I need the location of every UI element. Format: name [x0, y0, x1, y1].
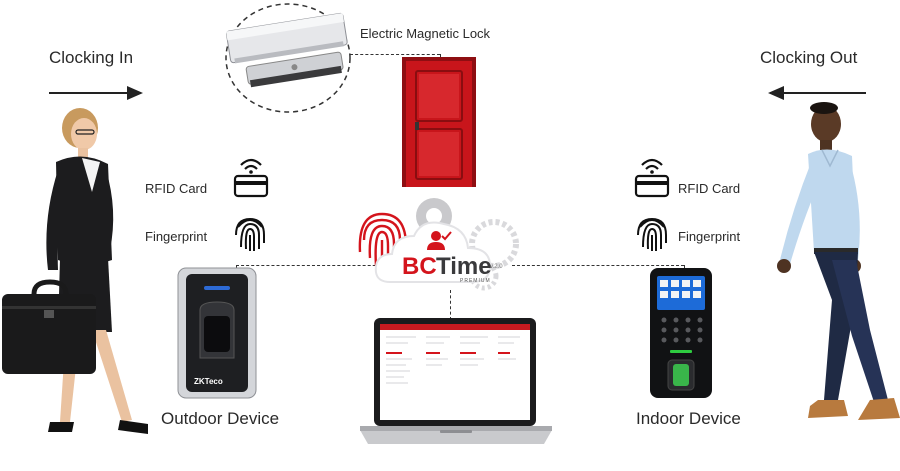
- lock-to-door-connector: [350, 54, 440, 55]
- clocking-in-label: Clocking In: [49, 48, 133, 68]
- logo-time: Time: [436, 253, 492, 280]
- magnetic-lock-illustration: [220, 2, 360, 117]
- bc-time-logo: BC Time v.2.0 PREMIUM: [356, 196, 526, 296]
- indoor-device-label: Indoor Device: [636, 409, 741, 429]
- clocking-in-arrow: [49, 92, 141, 94]
- laptop-illustration: [356, 318, 556, 458]
- magnetic-lock-label: Electric Magnetic Lock: [360, 26, 490, 41]
- man-walking-illustration: [752, 100, 900, 440]
- door-illustration: [402, 57, 476, 187]
- device-brand: ZKTeco: [194, 377, 223, 386]
- businesswoman-illustration: [0, 110, 180, 455]
- logo-tier: PREMIUM: [460, 278, 491, 284]
- fingerprint-label-right: Fingerprint: [678, 229, 740, 244]
- outdoor-device: ZKTeco: [176, 266, 260, 402]
- fingerprint-icon: [634, 213, 670, 253]
- rfid-card-icon: [634, 155, 670, 197]
- logo-version: v.2.0: [490, 264, 503, 270]
- logo-bc: BC: [402, 253, 437, 280]
- fingerprint-icon: [232, 213, 268, 253]
- clocking-out-arrow: [770, 92, 866, 94]
- rfid-label-right: RFID Card: [678, 181, 740, 196]
- indoor-device: [648, 266, 714, 402]
- rfid-card-icon: [233, 155, 269, 197]
- clocking-out-label: Clocking Out: [760, 48, 857, 68]
